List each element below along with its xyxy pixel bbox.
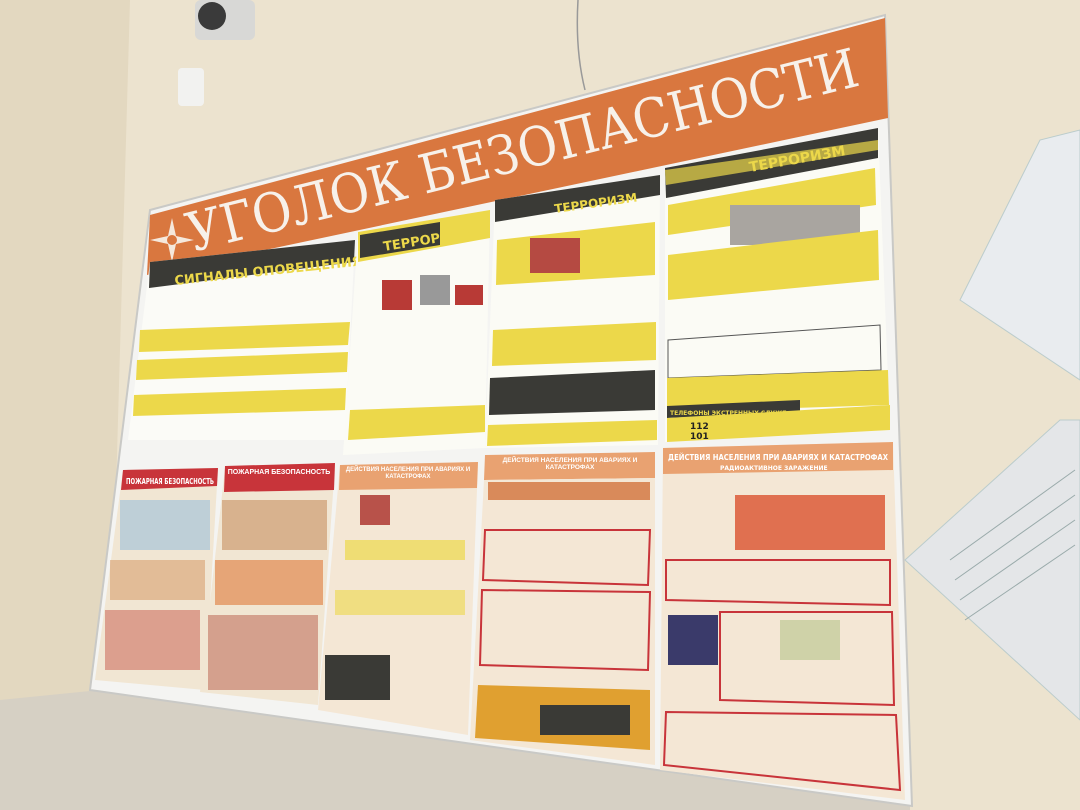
- poster-actions-2: [470, 452, 655, 765]
- phone-112: 112: [690, 422, 709, 432]
- security-camera-icon: [195, 0, 255, 40]
- poster-actions-2-title-box: ДЕЙСТВИЯ НАСЕЛЕНИЯ ПРИ АВАРИЯХ И КАТАСТР…: [502, 457, 638, 472]
- paper-sheet-upper: [959, 129, 1080, 381]
- phones-title: ТЕЛЕФОНЫ ЭКСТРЕННЫХ СЛУЖБ: [670, 410, 787, 417]
- smoke-sensor-icon: [178, 68, 204, 106]
- poster-terrorism-1: ТЕРРОРИЗМ: [343, 210, 490, 455]
- poster-actions-1-title-box: ДЕЙСТВИЯ НАСЕЛЕНИЯ ПРИ АВАРИЯХ И КАТАСТР…: [345, 467, 471, 480]
- board-header: [147, 18, 888, 275]
- poster-signals: СИГНАЛЫ ОПОВЕЩЕНИЯ: [128, 240, 362, 440]
- emercom-logo-icon: [150, 218, 194, 262]
- poster-fire-1-title: ПОЖАРНАЯ БЕЗОПАСНОСТЬ: [126, 477, 214, 486]
- phone-101: 101: [690, 432, 709, 442]
- poster-radiation-title: ДЕЙСТВИЯ НАСЕЛЕНИЯ ПРИ АВАРИЯХ И КАТАСТР…: [668, 453, 888, 462]
- poster-actions-1-title: ДЕЙСТВИЯ НАСЕЛЕНИЯ ПРИ АВАРИЯХ И КАТАСТР…: [345, 467, 471, 480]
- paper-sheet-lower: [904, 419, 1080, 721]
- poster-actions-2-title: ДЕЙСТВИЯ НАСЕЛЕНИЯ ПРИ АВАРИЯХ И КАТАСТР…: [502, 457, 638, 472]
- poster-fire-safety-2: [200, 463, 335, 705]
- poster-terrorism-2: ТЕРРОРИЗМ: [485, 175, 660, 448]
- poster-fire-2-title-box: ПОЖАРНАЯ БЕЗОПАСНОСТЬ: [227, 469, 331, 476]
- poster-terrorism-3: ТЕРРОРИЗМ ТЕЛЕФОНЫ ЭКСТРЕННЫХ СЛУЖБ 112 …: [665, 128, 890, 442]
- poster-radiation-subtitle: РАДИОАКТИВНОЕ ЗАРАЖЕНИЕ: [720, 465, 828, 472]
- cable: [576, 0, 586, 91]
- wall-corner: [0, 0, 130, 720]
- poster-fire-2-title: ПОЖАРНАЯ БЕЗОПАСНОСТЬ: [227, 469, 331, 476]
- poster-fire-safety-1: ПОЖАРНАЯ БЕЗОПАСНОСТЬ: [95, 468, 218, 690]
- paper-text-lines: [949, 469, 1076, 621]
- wall-lower: [0, 690, 910, 810]
- poster-actions-1: [318, 462, 478, 735]
- poster-radiation: ДЕЙСТВИЯ НАСЕЛЕНИЯ ПРИ АВАРИЯХ И КАТАСТР…: [660, 442, 905, 800]
